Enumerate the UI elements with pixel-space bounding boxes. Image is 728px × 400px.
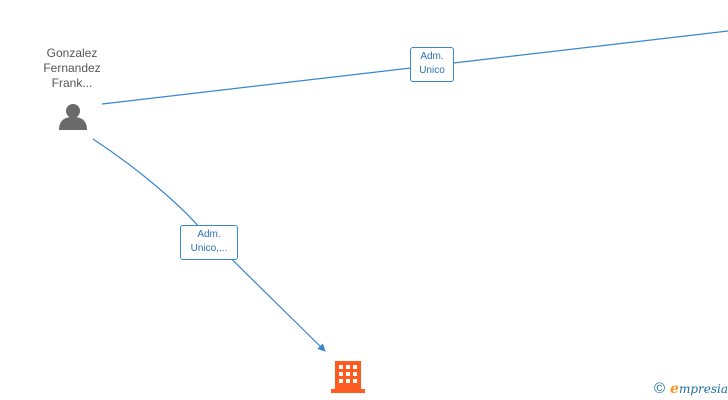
person-name-line: Fernandez (43, 61, 101, 75)
edge-label-line: Adm. (197, 229, 221, 240)
edge-line-company (92, 138, 326, 352)
copyright-icon: © (653, 380, 666, 397)
edge-label-adm-unico-more[interactable]: Adm. Unico,... (180, 225, 238, 260)
person-icon[interactable] (59, 104, 87, 130)
brand-logo-text: mpresia (678, 381, 728, 396)
edge-label-line: Unico,... (190, 243, 228, 254)
building-icon[interactable] (331, 361, 365, 393)
edge-label-line: Unico (419, 65, 445, 76)
edge-label-adm-unico[interactable]: Adm. Unico (410, 47, 454, 82)
person-name-line: Frank... (51, 76, 93, 90)
person-name-label[interactable]: Gonzalez Fernandez Frank... (22, 46, 122, 91)
edge-label-line: Adm. (420, 51, 444, 62)
empresia-watermark: © e mpresia (654, 380, 728, 397)
brand-logo-initial: e (670, 380, 679, 397)
person-name-line: Gonzalez (46, 46, 98, 60)
